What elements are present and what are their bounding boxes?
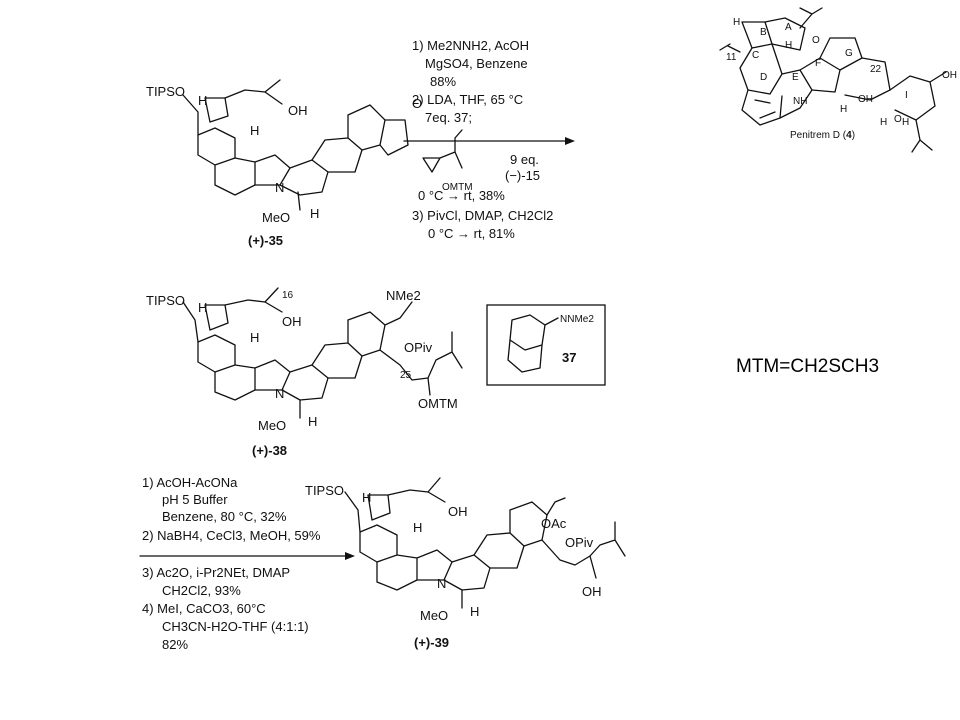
penitrem-ring-g: G (845, 48, 853, 59)
penitrem-ring-e: E (792, 72, 799, 83)
cmpd38-h1: H (198, 300, 207, 315)
step1-line-5: 7eq. 37; (425, 110, 472, 125)
step2-line-7: 4) MeI, CaCO3, 60°C (142, 601, 266, 616)
step2-line-5: 3) Ac2O, i-Pr2NEt, DMAP (142, 565, 290, 580)
cmpd35-n: N (275, 180, 284, 195)
penitrem-ring-c: C (752, 50, 759, 61)
penitrem-h1: H (733, 17, 740, 28)
cmpd35-h1: H (198, 93, 207, 108)
cmpd38-h3: H (308, 414, 317, 429)
penitrem-num22: 22 (870, 64, 882, 75)
step2-arrow (139, 552, 355, 560)
step1-line-4: 2) LDA, THF, 65 °C (412, 92, 523, 107)
mtm-definition: MTM=CH2SCH3 (736, 356, 880, 377)
penitrem-h2: H (785, 40, 792, 51)
penitrem-ring-b: B (760, 27, 767, 38)
penitrem-oh-top: OH (942, 70, 957, 81)
penitrem-structure: H A B C D E F G I O 11 22 H H H H NH OH … (719, 7, 957, 153)
step1-line-6: 9 eq. (510, 152, 539, 167)
cmpd37-nnme2: NNMe2 (560, 314, 594, 325)
cmpd38-num16: 16 (282, 290, 294, 301)
cmpd38-h2: H (250, 330, 259, 345)
compound-38-structure: TIPSO 16 OH H H H N NMe2 OPiv 25 OMTM Me… (146, 287, 463, 458)
step2-line-4: 2) NaBH4, CeCl3, MeOH, 59% (142, 528, 321, 543)
cmpd38-meo: MeO (258, 418, 286, 433)
step1-line-10: 0 °C → rt, 81% (428, 226, 515, 241)
step1-line-7: (−)-15 (505, 168, 540, 183)
penitrem-h4: H (880, 117, 887, 128)
cmpd39-meo: MeO (420, 608, 448, 623)
penitrem-num11: 11 (726, 52, 737, 63)
cmpd39-n: N (437, 576, 446, 591)
step1-line-1: 1) Me2NNH2, AcOH (412, 38, 529, 53)
step2-line-3: Benzene, 80 °C, 32% (162, 509, 287, 524)
penitrem-ring-a: A (785, 22, 792, 33)
penitrem-ring-o: O (894, 114, 902, 125)
step1-conditions: 1) Me2NNH2, AcOH MgSO4, Benzene 88% 2) L… (412, 38, 553, 241)
cmpd35-meo: MeO (262, 210, 290, 225)
cmpd39-h3: H (470, 604, 479, 619)
cmpd38-omtm: OMTM (418, 396, 458, 411)
cmpd39-oac: OAc (541, 516, 567, 531)
step1-line-2: MgSO4, Benzene (425, 56, 528, 71)
step2-line-9: 82% (162, 637, 188, 652)
cmpd38-n: N (275, 386, 284, 401)
cmpd39-label: (+)-39 (414, 635, 449, 650)
cmpd35-h2: H (250, 123, 259, 138)
cmpd39-h1: H (362, 490, 371, 505)
penitrem-h3: H (840, 104, 847, 115)
penitrem-ring-f: F (815, 58, 821, 69)
cmpd38-num25: 25 (400, 370, 412, 381)
cmpd39-tipso: TIPSO (305, 483, 344, 498)
step1-line-9: 3) PivCl, DMAP, CH2Cl2 (412, 208, 553, 223)
step2-conditions: 1) AcOH-AcONa pH 5 Buffer Benzene, 80 °C… (142, 475, 321, 652)
cmpd35-label: (+)-35 (248, 233, 283, 248)
step1-line-3: 88% (430, 74, 456, 89)
penitrem-o1: O (812, 35, 820, 46)
cmpd39-h2: H (413, 520, 422, 535)
cmpd38-opiv: OPiv (404, 340, 433, 355)
penitrem-ring-i: I (905, 90, 908, 101)
cmpd38-label: (+)-38 (252, 443, 287, 458)
cmpd39-opiv: OPiv (565, 535, 594, 550)
cmpd39-oh: OH (448, 504, 468, 519)
cmpd35-tipso: TIPSO (146, 84, 185, 99)
penitrem-nh: NH (793, 96, 807, 107)
step1-arrow (403, 137, 575, 145)
cmpd37-label: 37 (562, 350, 576, 365)
compound-35-structure: TIPSO OH H H H N O MeO (+)-35 (146, 79, 422, 248)
cmpd38-nnme2: NMe2 (386, 288, 421, 303)
cmpd38-oh: OH (282, 314, 302, 329)
step2-line-2: pH 5 Buffer (162, 492, 228, 507)
step2-line-8: CH3CN-H2O-THF (4:1:1) (162, 619, 309, 634)
compound-39-structure: TIPSO OH H H H N OAc OPiv OH MeO (+)-39 (305, 477, 626, 650)
penitrem-oh-ring: OH (858, 94, 873, 105)
cmpd35-oh: OH (288, 103, 308, 118)
penitrem-name: Penitrem D (4) (790, 130, 855, 141)
step2-line-1: 1) AcOH-AcONa (142, 475, 238, 490)
cmpd39-oh2: OH (582, 584, 602, 599)
compound-37-box: NNMe2 37 (486, 304, 606, 386)
step1-line-8: 0 °C → rt, 38% (418, 188, 505, 203)
cmpd35-o: O (412, 96, 422, 111)
penitrem-h5: H (902, 117, 909, 128)
penitrem-ring-d: D (760, 72, 767, 83)
cmpd35-h3: H (310, 206, 319, 221)
step2-line-6: CH2Cl2, 93% (162, 583, 241, 598)
cmpd38-tipso: TIPSO (146, 293, 185, 308)
step1-reagent-omtm: OMTM (442, 182, 473, 193)
